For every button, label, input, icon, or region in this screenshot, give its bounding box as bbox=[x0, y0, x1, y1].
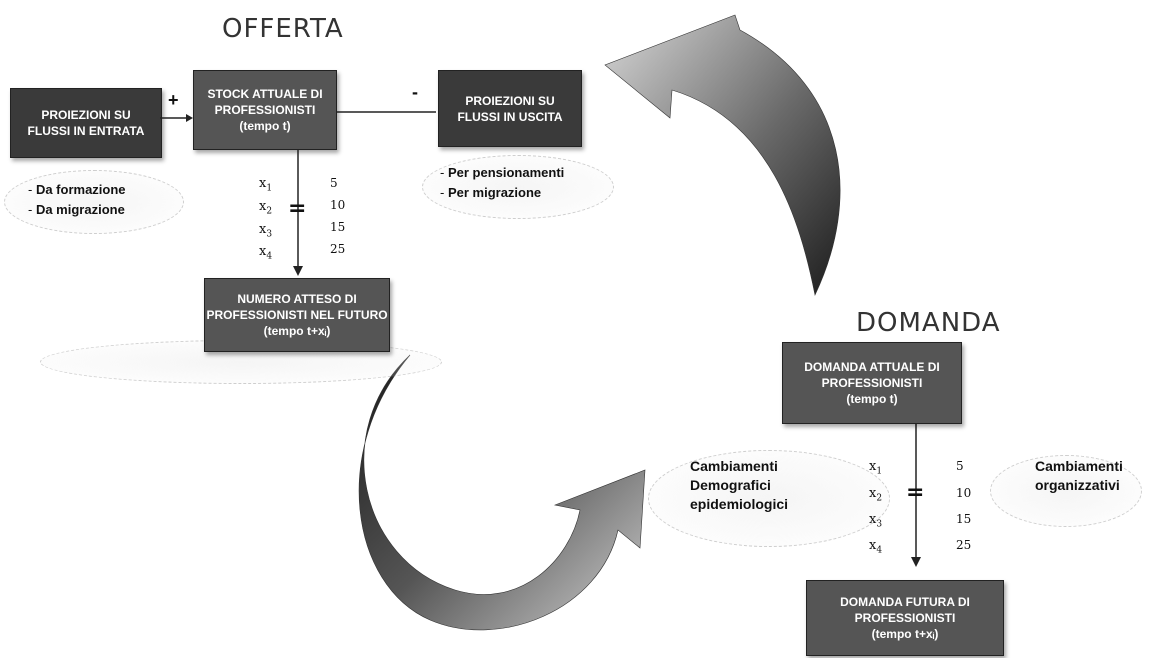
demographic-factors: Cambiamenti Demografici epidemiologici bbox=[690, 457, 788, 514]
organizational-factors: Cambiamenti organizzativi bbox=[1035, 457, 1123, 495]
stock-box: STOCK ATTUALE DI PROFESSIONISTI (tempo t… bbox=[193, 70, 337, 150]
supply-x4-value: 25 bbox=[330, 242, 346, 256]
inflow-box-line2: FLUSSI IN ENTRATA bbox=[27, 124, 145, 138]
inflow-item-1: Da formazione bbox=[28, 180, 126, 200]
outflow-item-1: Per pensionamenti bbox=[440, 163, 564, 183]
current-demand-line2: PROFESSIONISTI bbox=[821, 376, 923, 390]
supply-x2-value: 10 bbox=[330, 198, 346, 212]
stock-box-line3: (tempo t) bbox=[239, 119, 291, 133]
demand-right-cloud bbox=[990, 455, 1142, 527]
stock-box-line1: STOCK ATTUALE DI bbox=[207, 87, 323, 101]
organizational-line2: organizzativi bbox=[1035, 477, 1120, 493]
inflow-box: PROIEZIONI SU FLUSSI IN ENTRATA bbox=[10, 88, 162, 158]
supply-title: OFFERTA bbox=[222, 14, 344, 44]
demand-x3-label: x3 bbox=[869, 512, 883, 530]
future-demand-line2: PROFESSIONISTI bbox=[854, 611, 956, 625]
demographic-line2: Demografici bbox=[690, 477, 771, 493]
demand-title: DOMANDA bbox=[856, 308, 1001, 338]
demand-left-cloud bbox=[648, 450, 890, 547]
outflow-box-line2: FLUSSI IN USCITA bbox=[457, 109, 563, 124]
future-demand-line3: (tempo t+xᵢ) bbox=[871, 627, 939, 641]
demand-x3-value: 15 bbox=[956, 512, 972, 526]
inflow-list: Da formazione Da migrazione bbox=[28, 180, 126, 220]
result-box-line1: NUMERO ATTESO DI bbox=[237, 292, 357, 306]
supply-x1-value: 5 bbox=[330, 176, 338, 190]
organizational-line1: Cambiamenti bbox=[1035, 458, 1123, 474]
demographic-line1: Cambiamenti bbox=[690, 458, 778, 474]
current-demand-box: DOMANDA ATTUALE DI PROFESSIONISTI (tempo… bbox=[782, 342, 962, 424]
current-demand-line3: (tempo t) bbox=[846, 392, 898, 406]
outflow-box-line1: PROIEZIONI SU bbox=[465, 93, 555, 108]
demand-x2-label: x2 bbox=[869, 486, 883, 504]
result-box-line3: (tempo t+xᵢ) bbox=[263, 324, 331, 338]
current-demand-line1: DOMANDA ATTUALE DI bbox=[804, 360, 940, 374]
supply-x3-value: 15 bbox=[330, 220, 346, 234]
demographic-line3: epidemiologici bbox=[690, 496, 789, 512]
demand-equals: = bbox=[906, 480, 925, 505]
outflow-item-2: Per migrazione bbox=[440, 183, 564, 203]
inflow-item-2: Da migrazione bbox=[28, 200, 126, 220]
supply-x2-label: x2 bbox=[259, 199, 273, 217]
demand-x1-label: x1 bbox=[869, 459, 883, 477]
supply-equals: = bbox=[288, 196, 307, 221]
plus-sign: + bbox=[168, 90, 179, 110]
supply-x1-label: x1 bbox=[259, 176, 273, 194]
result-box-line2: PROFESSIONISTI NEL FUTURO bbox=[206, 308, 388, 322]
outflow-box: PROIEZIONI SU FLUSSI IN USCITA bbox=[438, 70, 582, 147]
inflow-box-line1: PROIEZIONI SU bbox=[41, 108, 131, 122]
supply-x4-label: x4 bbox=[259, 244, 273, 262]
minus-sign: - bbox=[412, 82, 418, 102]
demand-to-supply-arrow bbox=[604, 14, 841, 296]
demand-x4-label: x4 bbox=[869, 538, 883, 556]
expected-professionals-box: NUMERO ATTESO DI PROFESSIONISTI NEL FUTU… bbox=[204, 278, 390, 352]
supply-x3-label: x3 bbox=[259, 222, 273, 240]
demand-x4-value: 25 bbox=[956, 538, 972, 552]
future-demand-line1: DOMANDA FUTURA DI bbox=[840, 595, 970, 609]
demand-x2-value: 10 bbox=[956, 486, 972, 500]
stock-box-line2: PROFESSIONISTI bbox=[214, 103, 316, 117]
demand-x1-value: 5 bbox=[956, 459, 964, 473]
future-demand-box: DOMANDA FUTURA DI PROFESSIONISTI (tempo … bbox=[806, 580, 1004, 656]
supply-to-demand-arrow bbox=[358, 354, 646, 631]
outflow-list: Per pensionamenti Per migrazione bbox=[440, 163, 564, 203]
